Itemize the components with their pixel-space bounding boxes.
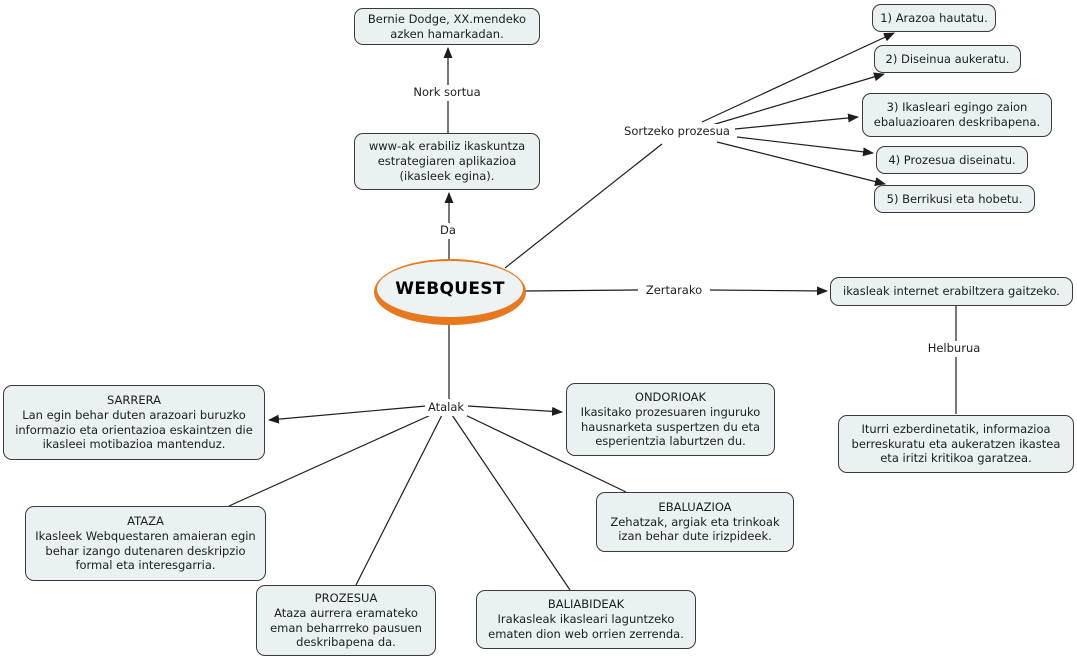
webquest-label: WEBQUEST [395, 279, 505, 299]
node-title: PROZESUA [314, 590, 378, 605]
node-text: Zehatzak, argiak eta trinkoak izan behar… [610, 514, 780, 544]
node-text: Ikasitako prozesuaren inguruko hausnarke… [580, 404, 761, 449]
edge-label-da[interactable]: Da [437, 223, 459, 239]
connector-sortzeko-to-step2 [711, 72, 885, 126]
connector-atalak-to-prozesua [355, 414, 443, 586]
connector-atalak-to-baliabideak [451, 414, 571, 591]
webquest-node[interactable]: WEBQUEST [377, 261, 523, 317]
connector-atalak-to-ondorioak [467, 405, 563, 416]
node-step2-diseinua-aukeratu[interactable]: 2) Diseinua aukeratu. [874, 45, 1021, 73]
edge-label-nork-sortua[interactable]: Nork sortua [410, 85, 484, 101]
node-step1-arazoa-hautatu[interactable]: 1) Arazoa hautatu. [872, 4, 996, 32]
node-bernie-dodge[interactable]: Bernie Dodge, XX.mendeko azken hamarkada… [354, 8, 540, 45]
node-text: 1) Arazoa hautatu. [880, 10, 988, 25]
node-ondorioak[interactable]: ONDORIOAK Ikasitako prozesuaren inguruko… [566, 383, 775, 456]
node-text: 3) Ikasleari egingo zaion ebaluazioaren … [873, 100, 1041, 129]
node-text: Lan egin behar duten arazoari buruzko in… [15, 407, 253, 452]
connector-atalak-to-ataza [228, 413, 434, 507]
node-title: BALIABIDEAK [547, 597, 625, 612]
connector-zertarako-to-internet [709, 286, 828, 296]
node-text: Iturri ezberdinetatik, informazioa berre… [851, 421, 1061, 466]
connector-webquest-to-sortzeko [504, 143, 663, 269]
connector-atalak-to-ebaluazioa [458, 411, 627, 493]
node-step5-berrikusi-eta-hobetu[interactable]: 5) Berrikusi eta hobetu. [874, 185, 1035, 213]
edge-label-sortzeko-prozesua[interactable]: Sortzeko prozesua [621, 124, 733, 140]
node-ataza[interactable]: ATAZA Ikasleek Webquestaren amaieran egi… [25, 506, 266, 581]
connector-sortzeko-to-step1 [701, 32, 895, 123]
edge-label-zertarako[interactable]: Zertarako [642, 283, 706, 299]
node-title: ONDORIOAK [634, 389, 707, 404]
node-text: Irakasleak ikasleari laguntzeko ematen d… [488, 612, 684, 641]
node-baliabideak[interactable]: BALIABIDEAK Irakasleak ikasleari laguntz… [476, 590, 696, 649]
node-text: 2) Diseinua aukeratu. [885, 51, 1010, 66]
node-text: Bernie Dodge, XX.mendeko azken hamarkada… [367, 11, 527, 41]
connector-sortzeko-to-step5 [716, 141, 886, 186]
node-sarrera[interactable]: SARRERA Lan egin behar duten arazoari bu… [3, 385, 265, 460]
connector-sortzeko-to-step4 [736, 136, 874, 157]
node-step4-prozesua-diseinatu[interactable]: 4) Prozesua diseinatu. [876, 146, 1028, 174]
node-title: ATAZA [127, 513, 164, 528]
node-text: 5) Berrikusi eta hobetu. [886, 191, 1023, 206]
webquest-node-border: WEBQUEST [374, 259, 526, 325]
connector-atalak-to-sarrera [268, 405, 427, 424]
node-title: SARRERA [106, 392, 162, 407]
node-title: EBALUAZIOA [658, 499, 732, 514]
node-text: ikasleak internet erabiltzera gaitzeko. [843, 284, 1060, 299]
connector-webquest-to-zertarako [523, 289, 639, 292]
node-iturri-ezberdinetatik[interactable]: Iturri ezberdinetatik, informazioa berre… [838, 415, 1074, 473]
node-internet-gaitzeko[interactable]: ikasleak internet erabiltzera gaitzeko. [830, 277, 1073, 306]
node-www-definition[interactable]: www-ak erabiliz ikaskuntza estrategiaren… [354, 133, 540, 190]
connector-sortzeko-to-step3 [734, 113, 859, 130]
node-prozesua[interactable]: PROZESUA Ataza aurrera eramateko eman be… [256, 585, 436, 656]
node-text: Ataza aurrera eramateko eman beharrreko … [270, 605, 422, 650]
node-ebaluazioa[interactable]: EBALUAZIOA Zehatzak, argiak eta trinkoak… [596, 492, 794, 552]
node-step3-ebaluazioaren-deskribapena[interactable]: 3) Ikasleari egingo zaion ebaluazioaren … [862, 93, 1052, 137]
edge-label-atalak[interactable]: Atalak [424, 400, 468, 416]
node-text: www-ak erabiliz ikaskuntza estrategiaren… [368, 139, 526, 183]
edge-label-helburua[interactable]: Helburua [924, 341, 984, 357]
node-text: 4) Prozesua diseinatu. [888, 152, 1016, 167]
node-text: Ikasleek Webquestaren amaieran egin beha… [35, 528, 256, 573]
